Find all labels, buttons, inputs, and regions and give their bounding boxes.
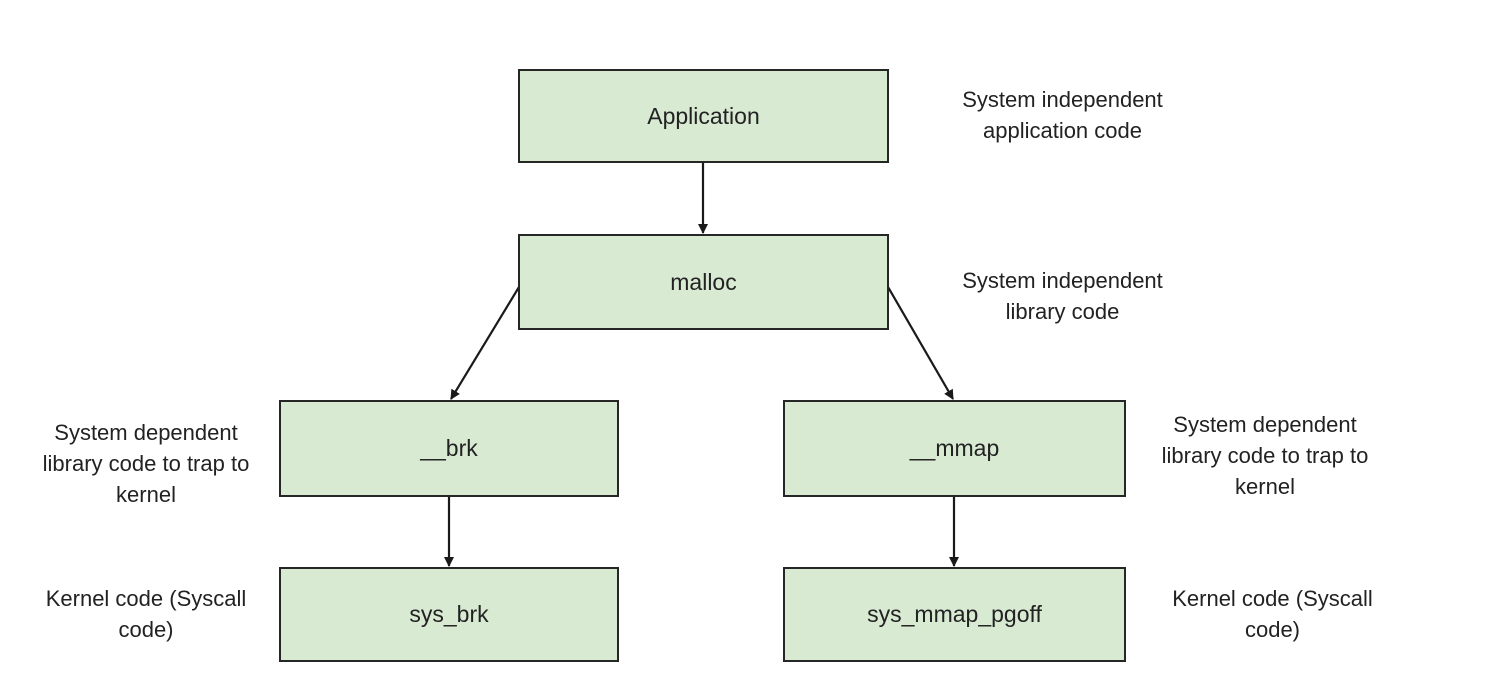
annotation-line: System independent [962,268,1163,293]
annotation-line: kernel [1235,474,1295,499]
annotation-line: code) [1244,617,1301,642]
annotation-line: code) [118,617,174,642]
annotation-line: library code to trap to [1161,443,1369,468]
annotation-line: System dependent [1173,412,1357,437]
brk-label: __brk [420,435,478,461]
malloc-annotation: System independent library code [920,265,1205,327]
annotation-line: application code [982,118,1142,143]
malloc-box: malloc [518,234,889,330]
application-box: Application [518,69,889,163]
annotation-line: Kernel code (Syscall [1172,586,1373,611]
sys-mmap-pgoff-box: sys_mmap_pgoff [783,567,1126,662]
sys-brk-annotation: Kernel code (Syscall code) [14,583,278,645]
annotation-line: library code [1005,299,1120,324]
annotation-line: System independent [962,87,1163,112]
annotation-line: System dependent [54,420,238,445]
brk-annotation: System dependent library code to trap to… [14,417,278,510]
arrow-malloc-to-mmap [887,286,954,400]
mmap-box: __mmap [783,400,1126,497]
application-annotation: System independent application code [920,84,1205,146]
arrow-malloc-to-brk [450,286,520,400]
annotation-line: Kernel code (Syscall [45,586,247,611]
sys-mmap-annotation: Kernel code (Syscall code) [1130,583,1415,645]
application-label: Application [647,102,760,129]
malloc-label: malloc [670,268,737,295]
annotation-line: kernel [116,482,176,507]
brk-box: __brk [279,400,619,497]
annotation-line: library code to trap to [42,451,250,476]
sys-brk-label: sys_brk [409,601,489,627]
sys-brk-box: sys_brk [279,567,619,662]
sys-mmap-pgoff-label: sys_mmap_pgoff [867,601,1042,627]
mmap-annotation: System dependent library code to trap to… [1130,409,1400,502]
mmap-label: __mmap [909,435,1000,461]
